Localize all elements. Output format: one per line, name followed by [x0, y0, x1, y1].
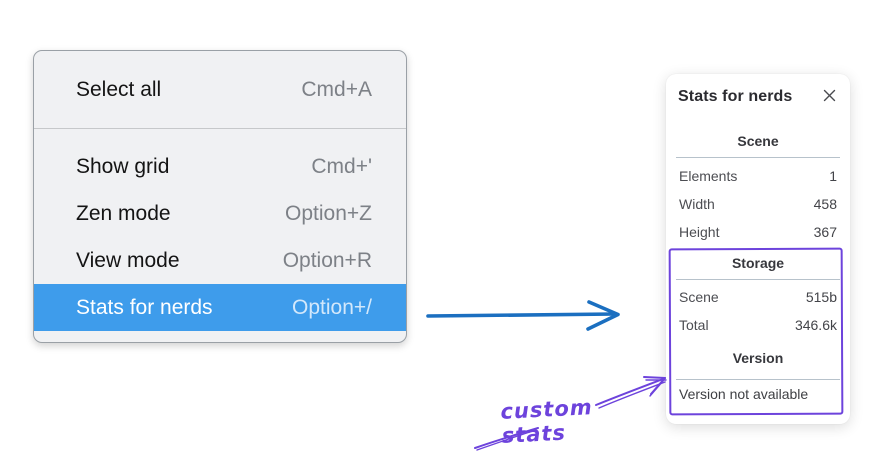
section-heading-scene: Scene: [737, 133, 779, 149]
menu-divider: [34, 128, 406, 129]
close-icon: [822, 88, 837, 106]
stat-label: Elements: [679, 168, 738, 184]
stat-value: 458: [813, 196, 837, 212]
stat-value: 515b: [805, 289, 837, 305]
stat-value: 1: [829, 168, 837, 184]
section-heading-version: Version: [732, 350, 784, 366]
scene-stat-rows: Elements 1 Width 458 Height 367: [666, 162, 850, 246]
annotation-label: custom stats: [499, 395, 594, 448]
stat-row-height: Height 367: [666, 218, 850, 246]
context-menu-section-top: Select all Cmd+A: [34, 51, 406, 118]
stats-panel-header: Stats for nerds: [666, 74, 850, 106]
menu-item-label: Stats for nerds: [76, 295, 213, 319]
menu-item-label: Show grid: [76, 154, 170, 178]
menu-item-select-all[interactable]: Select all Cmd+A: [34, 61, 406, 118]
stat-row-scene-storage: Scene 515b: [666, 283, 850, 311]
storage-stat-rows: Scene 515b Total 346.6k: [666, 283, 850, 339]
menu-item-zen-mode[interactable]: Zen mode Option+Z: [34, 190, 406, 237]
context-menu: Select all Cmd+A Show grid Cmd+' Zen mod…: [33, 50, 407, 343]
menu-item-label: Select all: [76, 77, 162, 101]
menu-item-label: View mode: [76, 248, 180, 272]
stat-label: Height: [679, 224, 720, 240]
context-menu-section-bottom: Show grid Cmd+' Zen mode Option+Z View m…: [34, 129, 406, 331]
menu-item-shortcut: Cmd+': [311, 154, 372, 178]
stat-label: Width: [679, 196, 715, 212]
stat-value: 367: [813, 224, 837, 240]
stat-value: 346.6k: [794, 317, 837, 333]
stat-row-total-storage: Total 346.6k: [666, 311, 850, 339]
stat-row-width: Width 458: [666, 190, 850, 218]
close-button[interactable]: [820, 88, 838, 106]
stat-label: Total: [679, 317, 709, 333]
divider: [676, 157, 840, 158]
menu-item-label: Zen mode: [76, 201, 171, 225]
divider: [676, 279, 840, 280]
version-note: Version not available: [679, 386, 809, 402]
menu-item-shortcut: Cmd+A: [301, 77, 372, 101]
menu-item-shortcut: Option+R: [282, 248, 372, 272]
stats-panel-title: Stats for nerds: [678, 88, 793, 105]
stats-panel: Stats for nerds Scene Elements 1 Width 4…: [666, 74, 850, 424]
section-heading-storage: Storage: [731, 255, 785, 271]
menu-item-view-mode[interactable]: View mode Option+R: [34, 237, 406, 284]
menu-item-show-grid[interactable]: Show grid Cmd+': [34, 143, 406, 190]
stat-label: Scene: [679, 289, 719, 305]
divider: [676, 379, 840, 380]
blue-arrow: [426, 300, 620, 331]
menu-item-stats-for-nerds[interactable]: Stats for nerds Option+/: [34, 284, 406, 331]
stat-row-elements: Elements 1: [666, 162, 850, 190]
menu-item-shortcut: Option+/: [292, 295, 372, 319]
menu-item-shortcut: Option+Z: [285, 201, 372, 225]
